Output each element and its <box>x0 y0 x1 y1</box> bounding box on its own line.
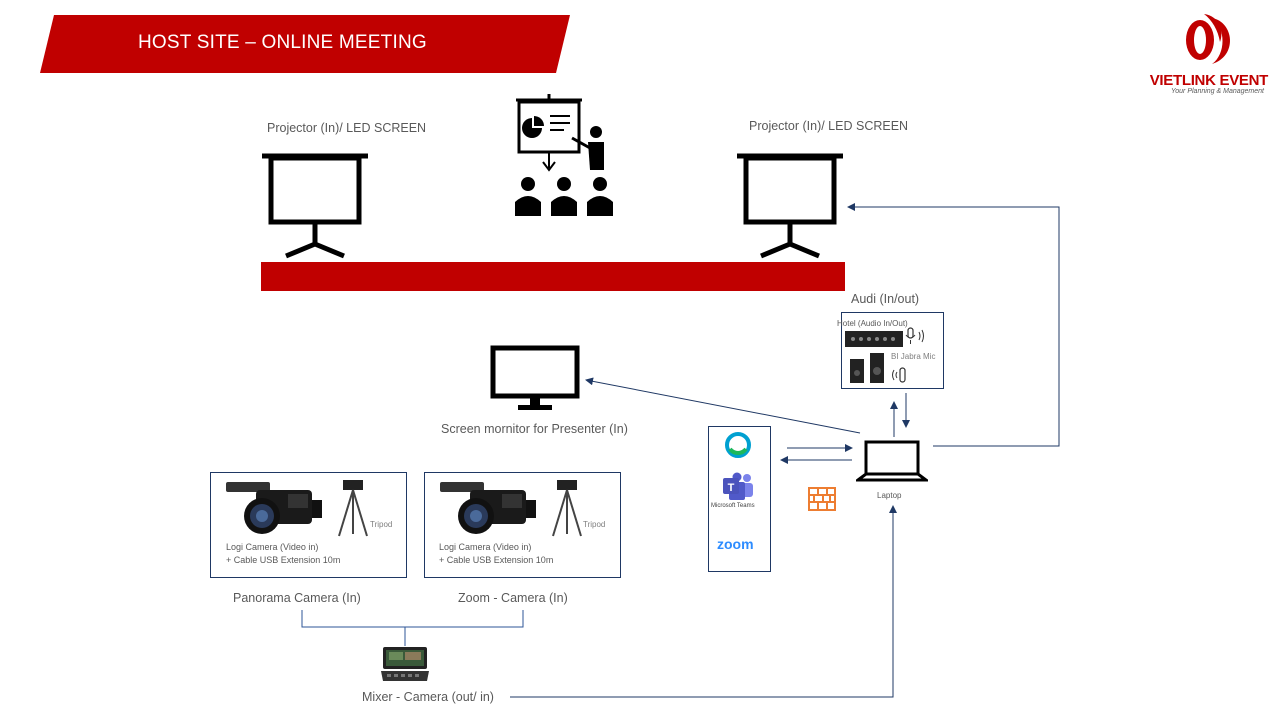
tripod-icon <box>552 480 582 537</box>
teams-icon: T <box>723 472 753 500</box>
teams-label: Microsoft Teams <box>711 503 755 509</box>
audio-title: Audi (In/out) <box>851 292 920 306</box>
zoom-caption-line1: Logi Camera (Video in) <box>439 542 532 552</box>
projector-screen-icon <box>262 153 368 259</box>
zoom-camera-label: Zoom - Camera (In) <box>458 591 568 605</box>
speaker-icon <box>850 353 884 383</box>
audio-hotel-label: Hotel (Audio In/Out) <box>837 319 908 328</box>
presentation-audience-icon <box>515 94 613 216</box>
vietlink-logo-icon <box>1186 14 1231 64</box>
stage-bar <box>261 262 845 291</box>
line-laptop-to-projector <box>847 203 1060 447</box>
line-mixer-to-laptop <box>510 505 897 698</box>
monitor-label: Screen mornitor for Presenter (In) <box>441 422 628 436</box>
logo-tagline: Your Planning & Management <box>1170 88 1264 95</box>
title-banner <box>40 15 570 73</box>
laptop-label: Laptop <box>877 491 902 500</box>
zoom-caption-line2: + Cable USB Extension 10m <box>439 555 554 565</box>
video-camera-icon <box>440 482 536 534</box>
line-laptop-to-monitor <box>585 377 861 434</box>
mixer-label: Mixer - Camera (out/ in) <box>362 690 494 704</box>
projector-screen-icon <box>737 153 843 259</box>
video-camera-icon <box>226 482 322 534</box>
panorama-caption-line1: Logi Camera (Video in) <box>226 542 319 552</box>
zoom-icon: zoom <box>717 536 754 552</box>
audio-jabra-label: BI Jabra Mic <box>891 352 936 361</box>
panorama-tripod-label: Tripod <box>370 520 393 529</box>
projector-left-label: Projector (In)/ LED SCREEN <box>267 121 427 135</box>
tripod-icon <box>338 480 368 537</box>
microphone-icon <box>905 327 924 344</box>
projector-right-label: Projector (In)/ LED SCREEN <box>749 119 909 133</box>
webex-icon <box>725 432 751 458</box>
zoom-tripod-label: Tripod <box>583 520 606 529</box>
video-mixer-icon <box>381 647 429 681</box>
monitor-icon <box>490 345 580 410</box>
page-title: HOST SITE – ONLINE MEETING <box>138 32 427 53</box>
wireless-mic-icon <box>892 367 906 383</box>
panorama-caption-line2: + Cable USB Extension 10m <box>226 555 341 565</box>
laptop-icon <box>856 440 928 482</box>
panorama-camera-label: Panorama Camera (In) <box>233 591 361 605</box>
svg-text:T: T <box>728 482 735 494</box>
logo-name: VIETLINK EVENT <box>1149 72 1269 89</box>
line-cameras-to-mixer <box>301 610 524 628</box>
firewall-icon <box>808 487 836 511</box>
audio-mixer-icon <box>845 331 903 347</box>
